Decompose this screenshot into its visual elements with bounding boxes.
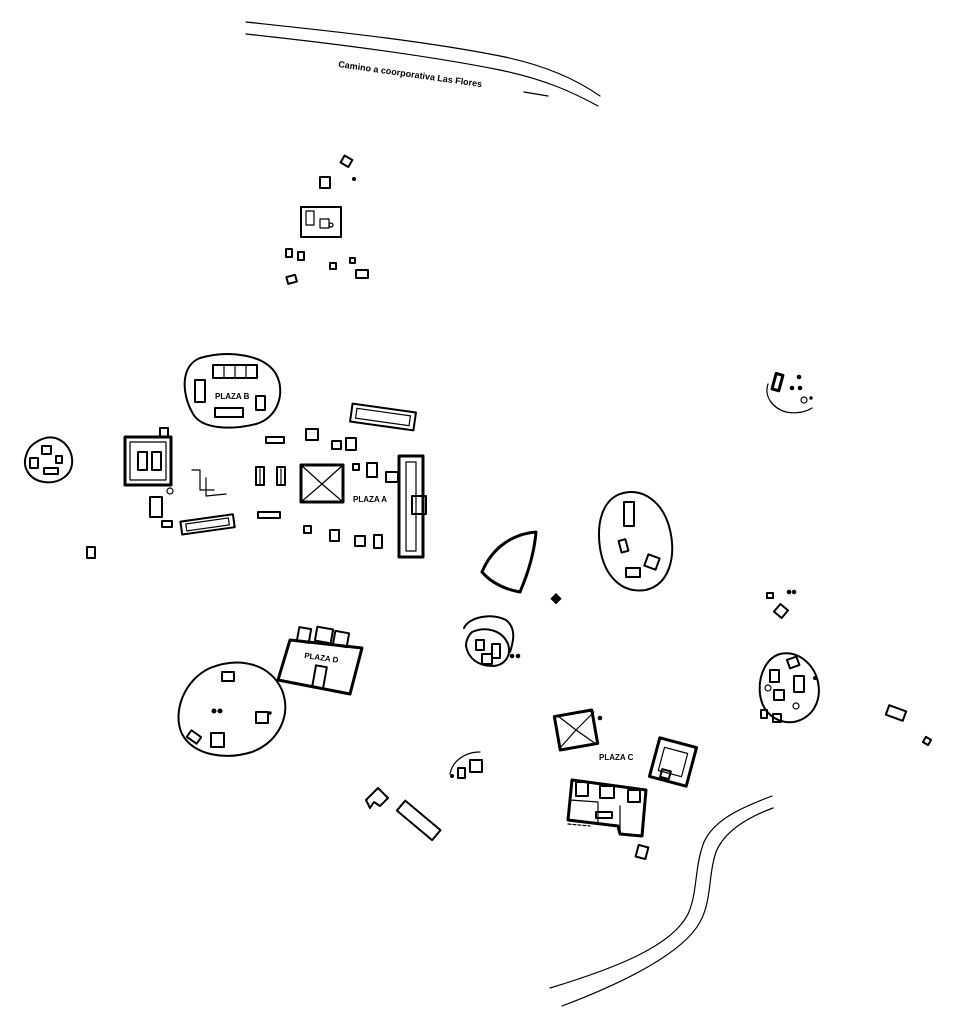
- plaza-d-label: PLAZA D: [304, 651, 340, 665]
- east-scatter: [766, 589, 933, 747]
- plaza-b-label: PLAZA B: [215, 392, 250, 401]
- road: Camino a coorporativa Las Flores: [245, 21, 601, 107]
- west-temple: [123, 427, 227, 528]
- plaza-c-label: PLAZA C: [599, 753, 634, 762]
- sw-buildings: [365, 787, 442, 842]
- plaza-b-group: PLAZA B: [183, 353, 282, 429]
- plaza-a-label: PLAZA A: [353, 495, 387, 504]
- small-semicircle: [449, 751, 483, 779]
- center-round-group: [463, 615, 521, 667]
- triangle-mound: [480, 530, 562, 605]
- east-oval: [598, 491, 674, 592]
- sw-enclosure: [177, 661, 287, 757]
- road-label: Camino a coorporativa Las Flores: [338, 59, 483, 89]
- right-enclosure: [758, 652, 820, 724]
- west-group: [24, 436, 96, 559]
- north-cluster: [285, 154, 369, 285]
- plaza-a-group: PLAZA A: [255, 402, 427, 559]
- sw-long-building: [179, 513, 236, 536]
- plaza-c-group: PLAZA C: [552, 708, 699, 861]
- plaza-d-group: PLAZA D: [276, 625, 364, 696]
- river: [549, 795, 774, 1007]
- far-east-small: [766, 371, 813, 414]
